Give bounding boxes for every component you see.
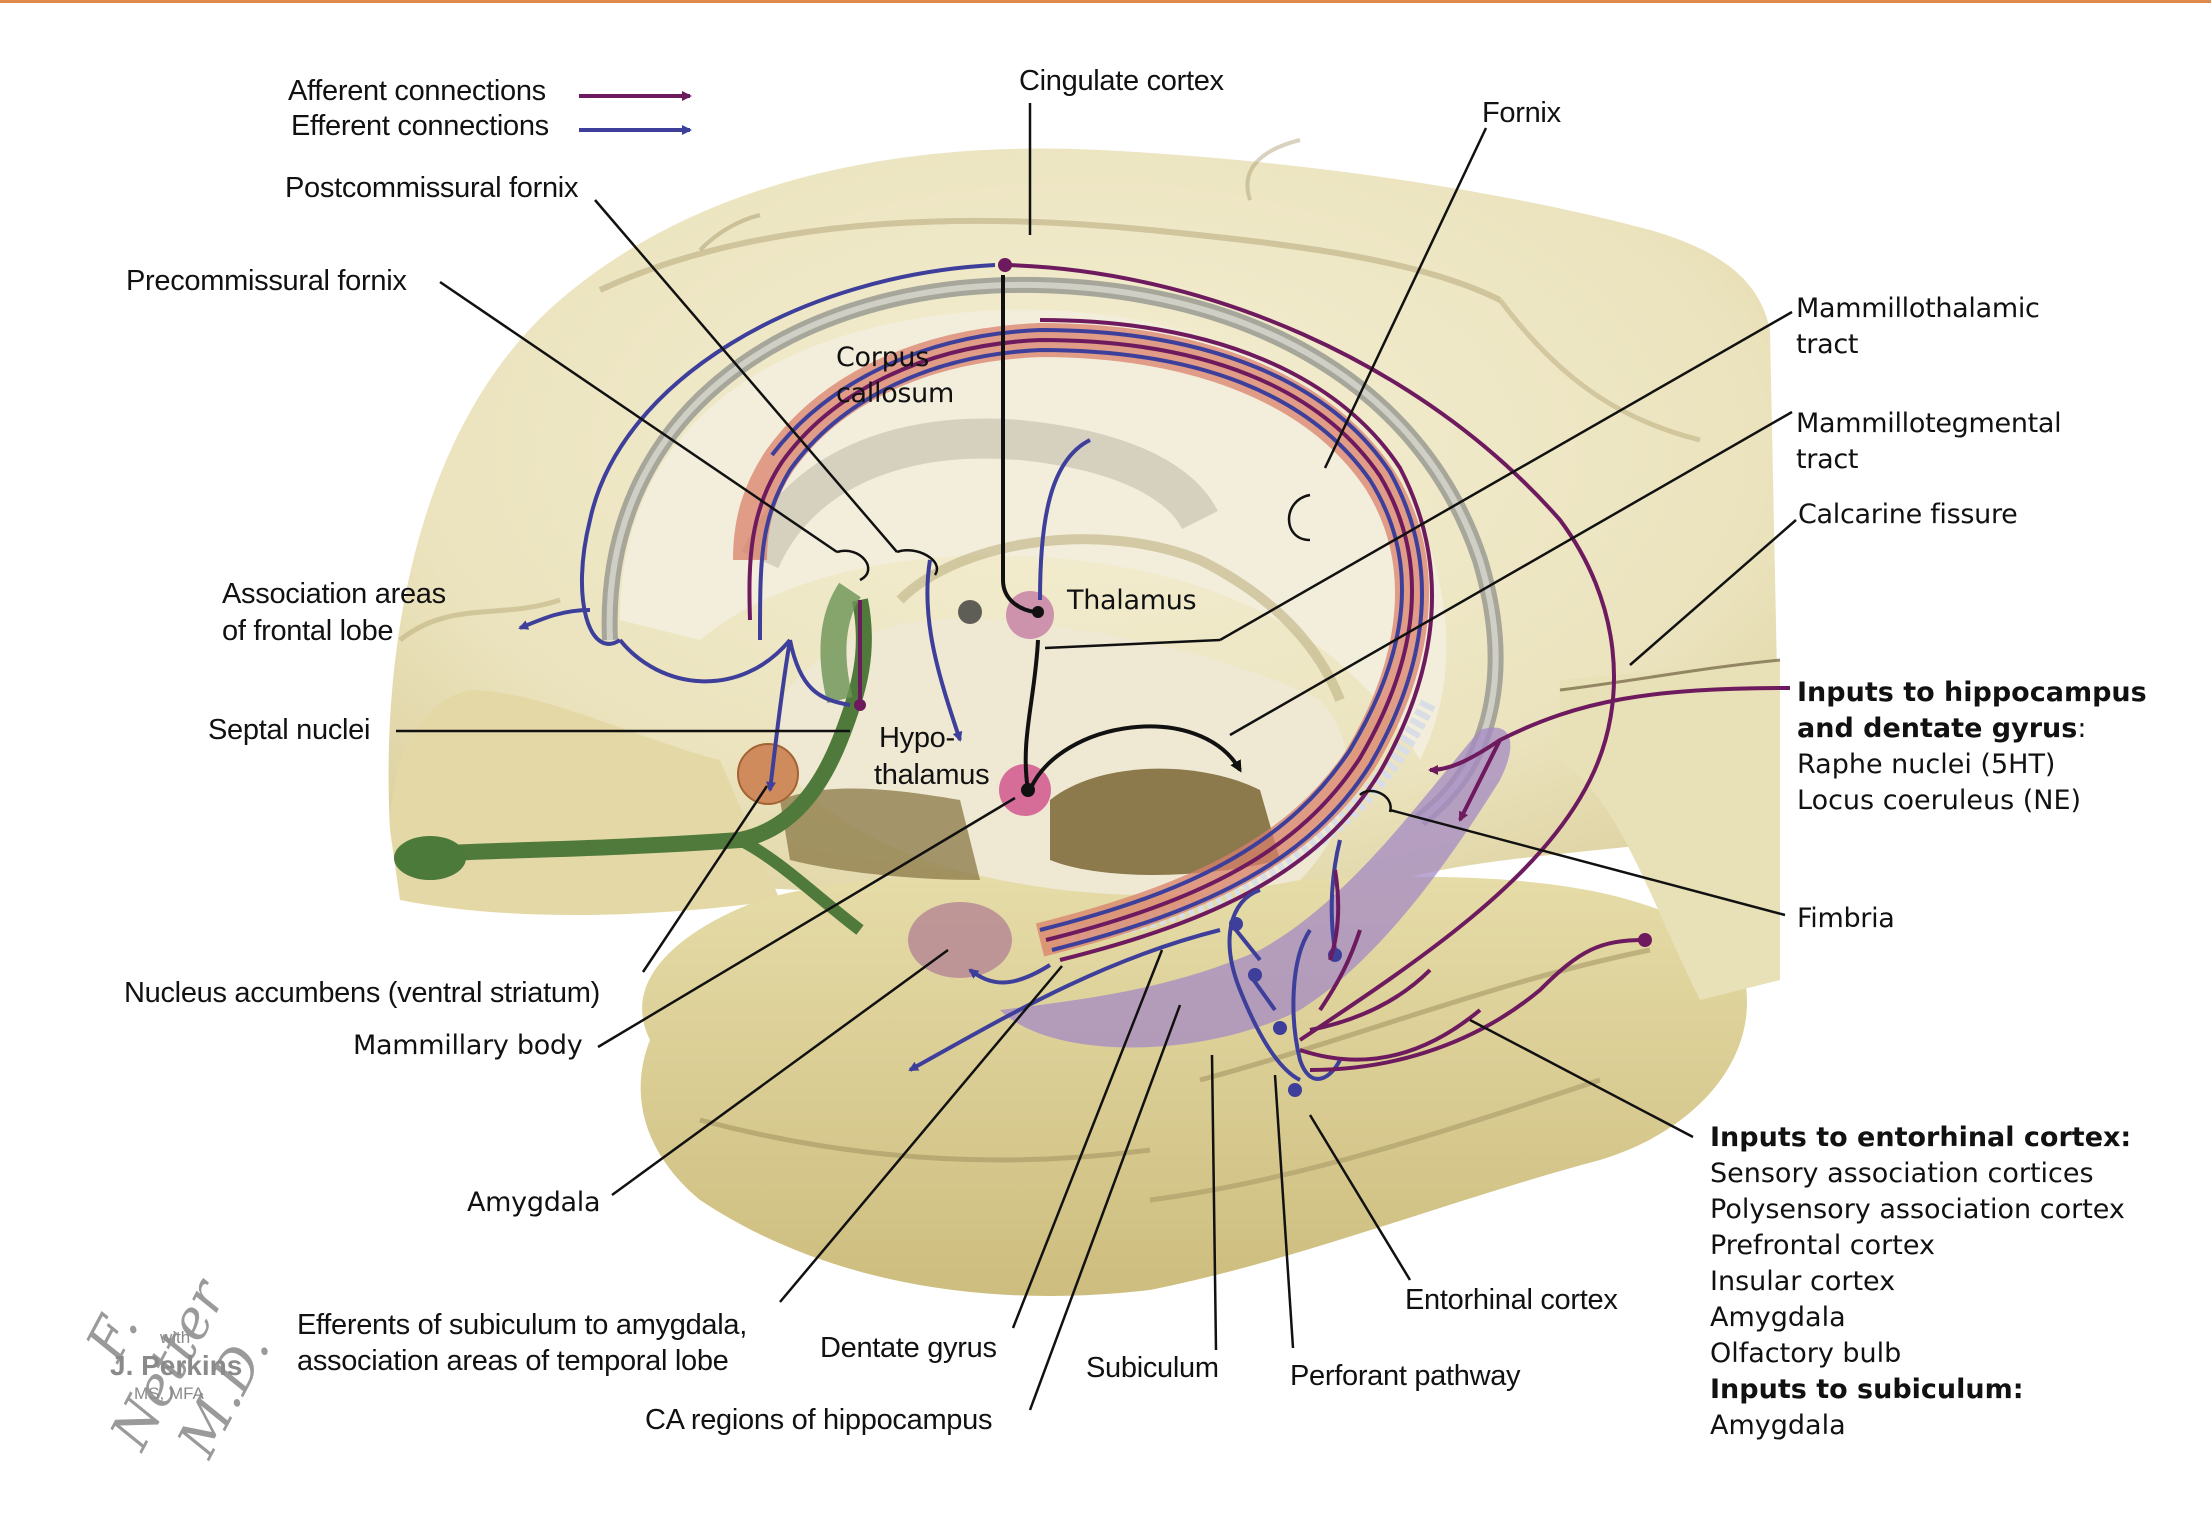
label-hypothalamus-1: Hypo- — [879, 722, 955, 754]
label-ca-regions: CA regions of hippocampus — [645, 1404, 993, 1436]
cingulate-thalamus-line — [1001, 275, 1036, 614]
inputs-hippocampus-heading-2: and dentate gyrus — [1797, 713, 2078, 744]
legend-afferent-label: Afferent connections — [288, 75, 546, 107]
inputs-subiculum-item: Amygdala — [1710, 1410, 1846, 1441]
leader-subiculum — [1210, 1054, 1218, 1351]
label-mammillary-body: Mammillary body — [353, 1030, 583, 1061]
fornix-bracket — [1287, 493, 1311, 542]
label-dentate-gyrus: Dentate gyrus — [820, 1332, 997, 1364]
nucleus-accumbens — [737, 743, 799, 805]
artist-signature: F. Netter M.D. with J. Perkins MS, MFA — [68, 1240, 282, 1467]
leader-ca — [1028, 1004, 1182, 1411]
inputs-hippocampus-colon: : — [2077, 713, 2087, 744]
leader-nucleus-accumbens — [641, 785, 769, 973]
leader-entorhinal — [1308, 1114, 1412, 1281]
label-calcarine-fissure: Calcarine fissure — [1798, 499, 2018, 530]
signature-degrees: MS, MFA — [134, 1384, 204, 1403]
signature-coartist: J. Perkins — [110, 1350, 243, 1381]
inputs-entorhinal-block: Inputs to entorhinal cortex: Sensory ass… — [1710, 1120, 2131, 1444]
label-subiculum: Subiculum — [1086, 1352, 1219, 1384]
label-entorhinal-cortex: Entorhinal cortex — [1405, 1284, 1618, 1316]
inputs-entorhinal-item: Polysensory association cortex — [1710, 1194, 2125, 1225]
label-mammillotegmental-1: Mammillotegmental — [1796, 408, 2062, 439]
leader-mammillary — [597, 796, 1016, 1049]
leader-perforant — [1273, 1074, 1295, 1349]
signature-with: with — [160, 1328, 191, 1347]
label-efferents-subiculum-2: association areas of temporal lobe — [297, 1345, 729, 1377]
inputs-hippocampus-item: Raphe nuclei (5HT) — [1797, 749, 2056, 780]
afferent-cingulate-path — [1004, 263, 1616, 1042]
label-amygdala: Amygdala — [467, 1187, 601, 1218]
leader-dentate — [1011, 949, 1164, 1329]
label-septal-nuclei: Septal nuclei — [208, 714, 371, 746]
inputs-hippocampus-block: Inputs to hippocampus and dentate gyrus:… — [1797, 675, 2147, 819]
leader-efferents-subiculum — [779, 965, 1063, 1303]
thalamus — [1006, 591, 1054, 639]
legend-efferent-label: Efferent connections — [291, 110, 549, 142]
label-corpus-callosum-1: Corpus — [836, 342, 929, 373]
inputs-entorhinal-item: Prefrontal cortex — [1710, 1230, 1935, 1261]
inputs-subiculum-heading: Inputs to subiculum: — [1710, 1374, 2024, 1405]
label-thalamus: Thalamus — [1067, 585, 1197, 616]
inputs-hippocampus-item: Locus coeruleus (NE) — [1797, 785, 2082, 816]
label-mammillotegmental-2: tract — [1796, 444, 1859, 475]
label-fimbria: Fimbria — [1797, 903, 1895, 934]
label-mammillothalamic-1: Mammillothalamic — [1796, 293, 2040, 324]
label-precommissural-fornix: Precommissural fornix — [126, 265, 407, 297]
label-association-frontal-1: Association areas — [222, 578, 446, 610]
label-nucleus-accumbens: Nucleus accumbens (ventral striatum) — [124, 977, 600, 1009]
label-hypothalamus-2: thalamus — [874, 759, 990, 791]
label-corpus-callosum-2: callosum — [836, 378, 954, 409]
label-efferents-subiculum-1: Efferents of subiculum to amygdala, — [297, 1309, 747, 1341]
leader-fornix — [1323, 127, 1488, 469]
inputs-hippocampus-heading-2-row: and dentate gyrus: — [1797, 711, 2147, 747]
leader-mammillotegmental — [1229, 410, 1793, 737]
label-postcommissural-fornix: Postcommissural fornix — [285, 172, 579, 204]
inputs-hippocampus-heading-1: Inputs to hippocampus — [1797, 677, 2147, 708]
leader-fimbria — [1389, 808, 1786, 917]
label-cingulate-cortex: Cingulate cortex — [1019, 65, 1224, 97]
label-association-frontal-2: of frontal lobe — [222, 615, 394, 647]
inputs-entorhinal-item: Sensory association cortices — [1710, 1158, 2094, 1189]
leader-calcarine — [1629, 519, 1797, 666]
label-fornix: Fornix — [1482, 97, 1561, 129]
top-border — [0, 0, 2211, 3]
fimbria-shape — [1059, 696, 1438, 943]
efferent-cingulate-path — [579, 263, 996, 646]
temporal-lobe — [640, 875, 1748, 1296]
leader-precommissural — [439, 280, 838, 554]
calcarine-fissure-line — [1559, 658, 1781, 692]
inputs-entorhinal-item: Insular cortex — [1710, 1266, 1896, 1297]
inputs-entorhinal-item: Amygdala — [1710, 1302, 1846, 1333]
efferent-to-frontal — [518, 608, 591, 630]
label-mammillothalamic-2: tract — [1796, 329, 1859, 360]
leader-entorhinal-inputs — [1469, 1018, 1694, 1139]
leader-mammillothalamic — [1219, 310, 1793, 642]
leader-postcommissural — [594, 199, 898, 553]
inputs-entorhinal-item: Olfactory bulb — [1710, 1338, 1902, 1369]
inputs-hippocampus-line — [1428, 686, 1791, 775]
olfactory-bulb — [394, 836, 466, 880]
inputs-entorhinal-heading: Inputs to entorhinal cortex: — [1710, 1122, 2132, 1153]
leader-amygdala — [611, 948, 949, 1197]
label-perforant-pathway: Perforant pathway — [1290, 1360, 1521, 1392]
